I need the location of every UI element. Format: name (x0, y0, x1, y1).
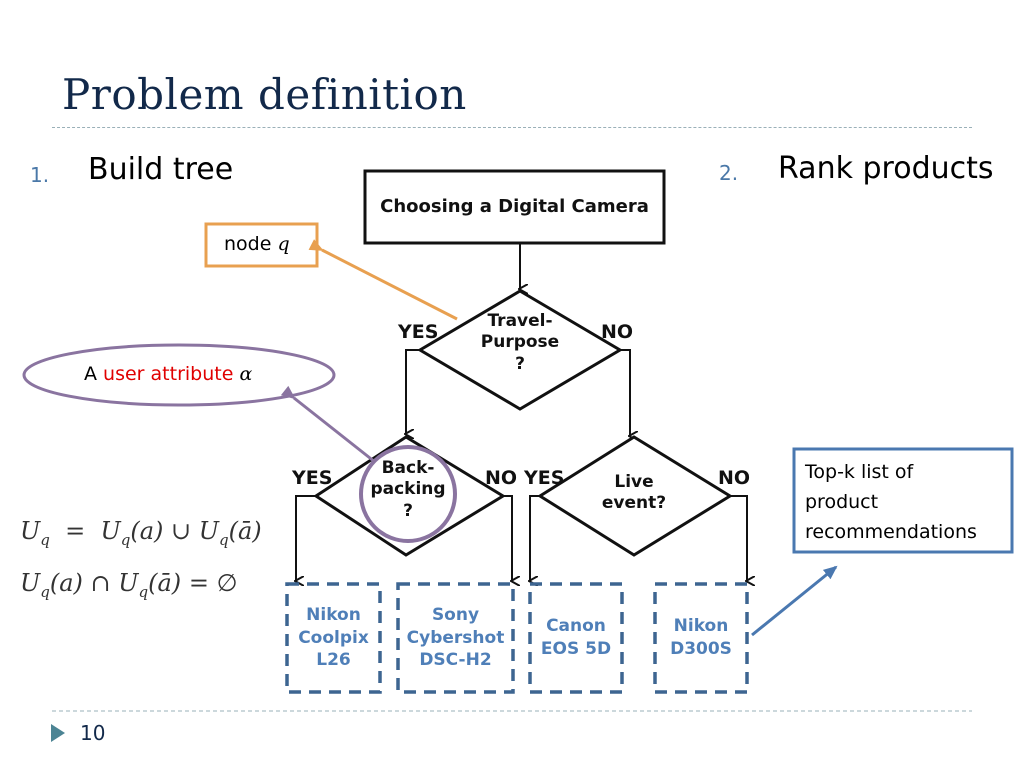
leaf-box-3 (528, 582, 624, 694)
decision-1-label: Travel- Purpose ? (470, 311, 570, 375)
formula-1-t2: U (198, 517, 219, 545)
page-number: 10 (80, 721, 106, 745)
leaf-1-label: Nikon Coolpix L26 (287, 584, 380, 692)
decision-1-line2: Purpose (480, 332, 560, 353)
decision-1-line3: ? (515, 353, 525, 374)
root-node-label: Choosing a Digital Camera (380, 196, 649, 217)
topk-label: Top-k list of product recommendations (805, 457, 977, 547)
decision-1-no-edge (620, 349, 630, 436)
leaf-3-line1: Canon (546, 616, 606, 637)
node-q-pointer (308, 239, 458, 321)
formula-1-op: ∪ (171, 517, 192, 545)
decision-2-no-label: NO (485, 467, 518, 489)
decision-1-yes-label: YES (398, 321, 439, 343)
decision-3-line1: Live (614, 472, 654, 492)
decision-1-diamond (417, 289, 623, 411)
leaf-3-line2: EOS 5D (540, 639, 612, 659)
root-node-box (363, 169, 666, 245)
user-attribute-prefix: A (84, 363, 97, 385)
topk-box (792, 447, 1014, 554)
formula-2-rhs: ∅ (216, 569, 238, 597)
leaf-3-label: Canon EOS 5D (530, 584, 622, 692)
node-q-box (204, 222, 319, 268)
decision-2-no-edge (503, 495, 512, 581)
decision-3-yes-label: YES (524, 467, 565, 489)
formula-union: Uq = Uq(a) ∪ Uq(ā) (20, 517, 262, 549)
leaf-2-line1: Sony (431, 604, 480, 625)
leaf-box-1 (285, 582, 382, 694)
decision-2-line2: packing (370, 479, 446, 500)
decision-3-label: Live event? (584, 472, 684, 515)
formula-1-t1-arg: (a) (130, 517, 164, 545)
formula-2-t1-arg: (a) (49, 569, 83, 597)
topk-line2: product (805, 491, 879, 513)
step-1-label: Build tree (88, 152, 234, 187)
formula-1-t1-sub: q (120, 530, 131, 549)
formula-2-t1: U (20, 569, 41, 597)
node-q-text: node (224, 233, 272, 255)
decision-1-line1: Travel- (487, 311, 553, 331)
decision-1-no-label: NO (601, 321, 634, 343)
topk-line3: recommendations (805, 521, 977, 543)
user-attribute-pointer (280, 385, 376, 464)
formula-intersection: Uq(a) ∩ Uq(ā) = ∅ (20, 569, 237, 601)
topk-pointer (751, 565, 838, 637)
decision-1-yes-edge (406, 349, 420, 434)
formula-2-t2: U (118, 569, 139, 597)
leaf-2-line2: Cybershot (406, 627, 505, 648)
leaf-1-line2: Coolpix (298, 627, 369, 648)
formula-1-lhs: U (20, 517, 41, 545)
node-q-label: node q (224, 233, 290, 255)
formula-2-op: ∩ (90, 569, 111, 597)
leaf-4-line2: D300S (670, 639, 732, 659)
user-attribute-symbol: α (239, 363, 253, 385)
title-divider (52, 127, 972, 128)
user-attribute-ellipse (22, 343, 336, 407)
step-1-number: 1. (30, 163, 50, 187)
decision-2-yes-label: YES (292, 467, 333, 489)
decision-2-diamond (313, 435, 506, 557)
decision-2-line1: Back- (381, 458, 435, 478)
footer-triangle-icon (51, 724, 65, 742)
node-q-symbol: q (277, 233, 290, 255)
decision-2-label: Back- packing ? (358, 458, 458, 522)
decision-3-diamond (537, 435, 733, 557)
decision-3-line2: event? (601, 493, 667, 514)
formula-1-lhs-sub: q (40, 530, 50, 549)
decision-3-yes-edge (530, 495, 540, 581)
formula-1-t2-arg: (ā) (228, 517, 262, 545)
formula-1-eq: = (65, 517, 86, 545)
formula-2-eq: = (188, 569, 209, 597)
leaf-box-2 (396, 582, 515, 694)
leaf-box-4 (653, 582, 749, 694)
leaf-1-line3: L26 (316, 650, 351, 671)
decision-3-no-edge (730, 495, 747, 581)
decision-2-yes-edge (296, 495, 316, 581)
slide-title: Problem definition (62, 70, 467, 119)
leaf-2-label: Sony Cybershot DSC-H2 (398, 584, 513, 692)
leaf-4-line1: Nikon (673, 616, 729, 637)
formula-2-t2-arg: (ā) (148, 569, 182, 597)
step-2-number: 2. (719, 161, 739, 185)
formula-1-t1: U (100, 517, 121, 545)
formula-2-t2-sub: q (138, 582, 149, 601)
formula-1-t2-sub: q (219, 530, 229, 549)
decision-2-line3: ? (403, 500, 413, 521)
leaf-4-label: Nikon D300S (655, 584, 747, 692)
backpacking-highlight-circle (359, 445, 457, 543)
user-attribute-highlight: user attribute (103, 363, 234, 385)
user-attribute-label: A user attribute α (84, 363, 252, 385)
leaf-2-line3: DSC-H2 (419, 650, 492, 671)
leaf-1-line1: Nikon (306, 604, 361, 625)
formula-2-t1-sub: q (40, 582, 50, 601)
decision-3-no-label: NO (718, 467, 751, 489)
topk-line1: Top-k list of (805, 461, 914, 483)
step-2-label: Rank products (778, 151, 994, 186)
